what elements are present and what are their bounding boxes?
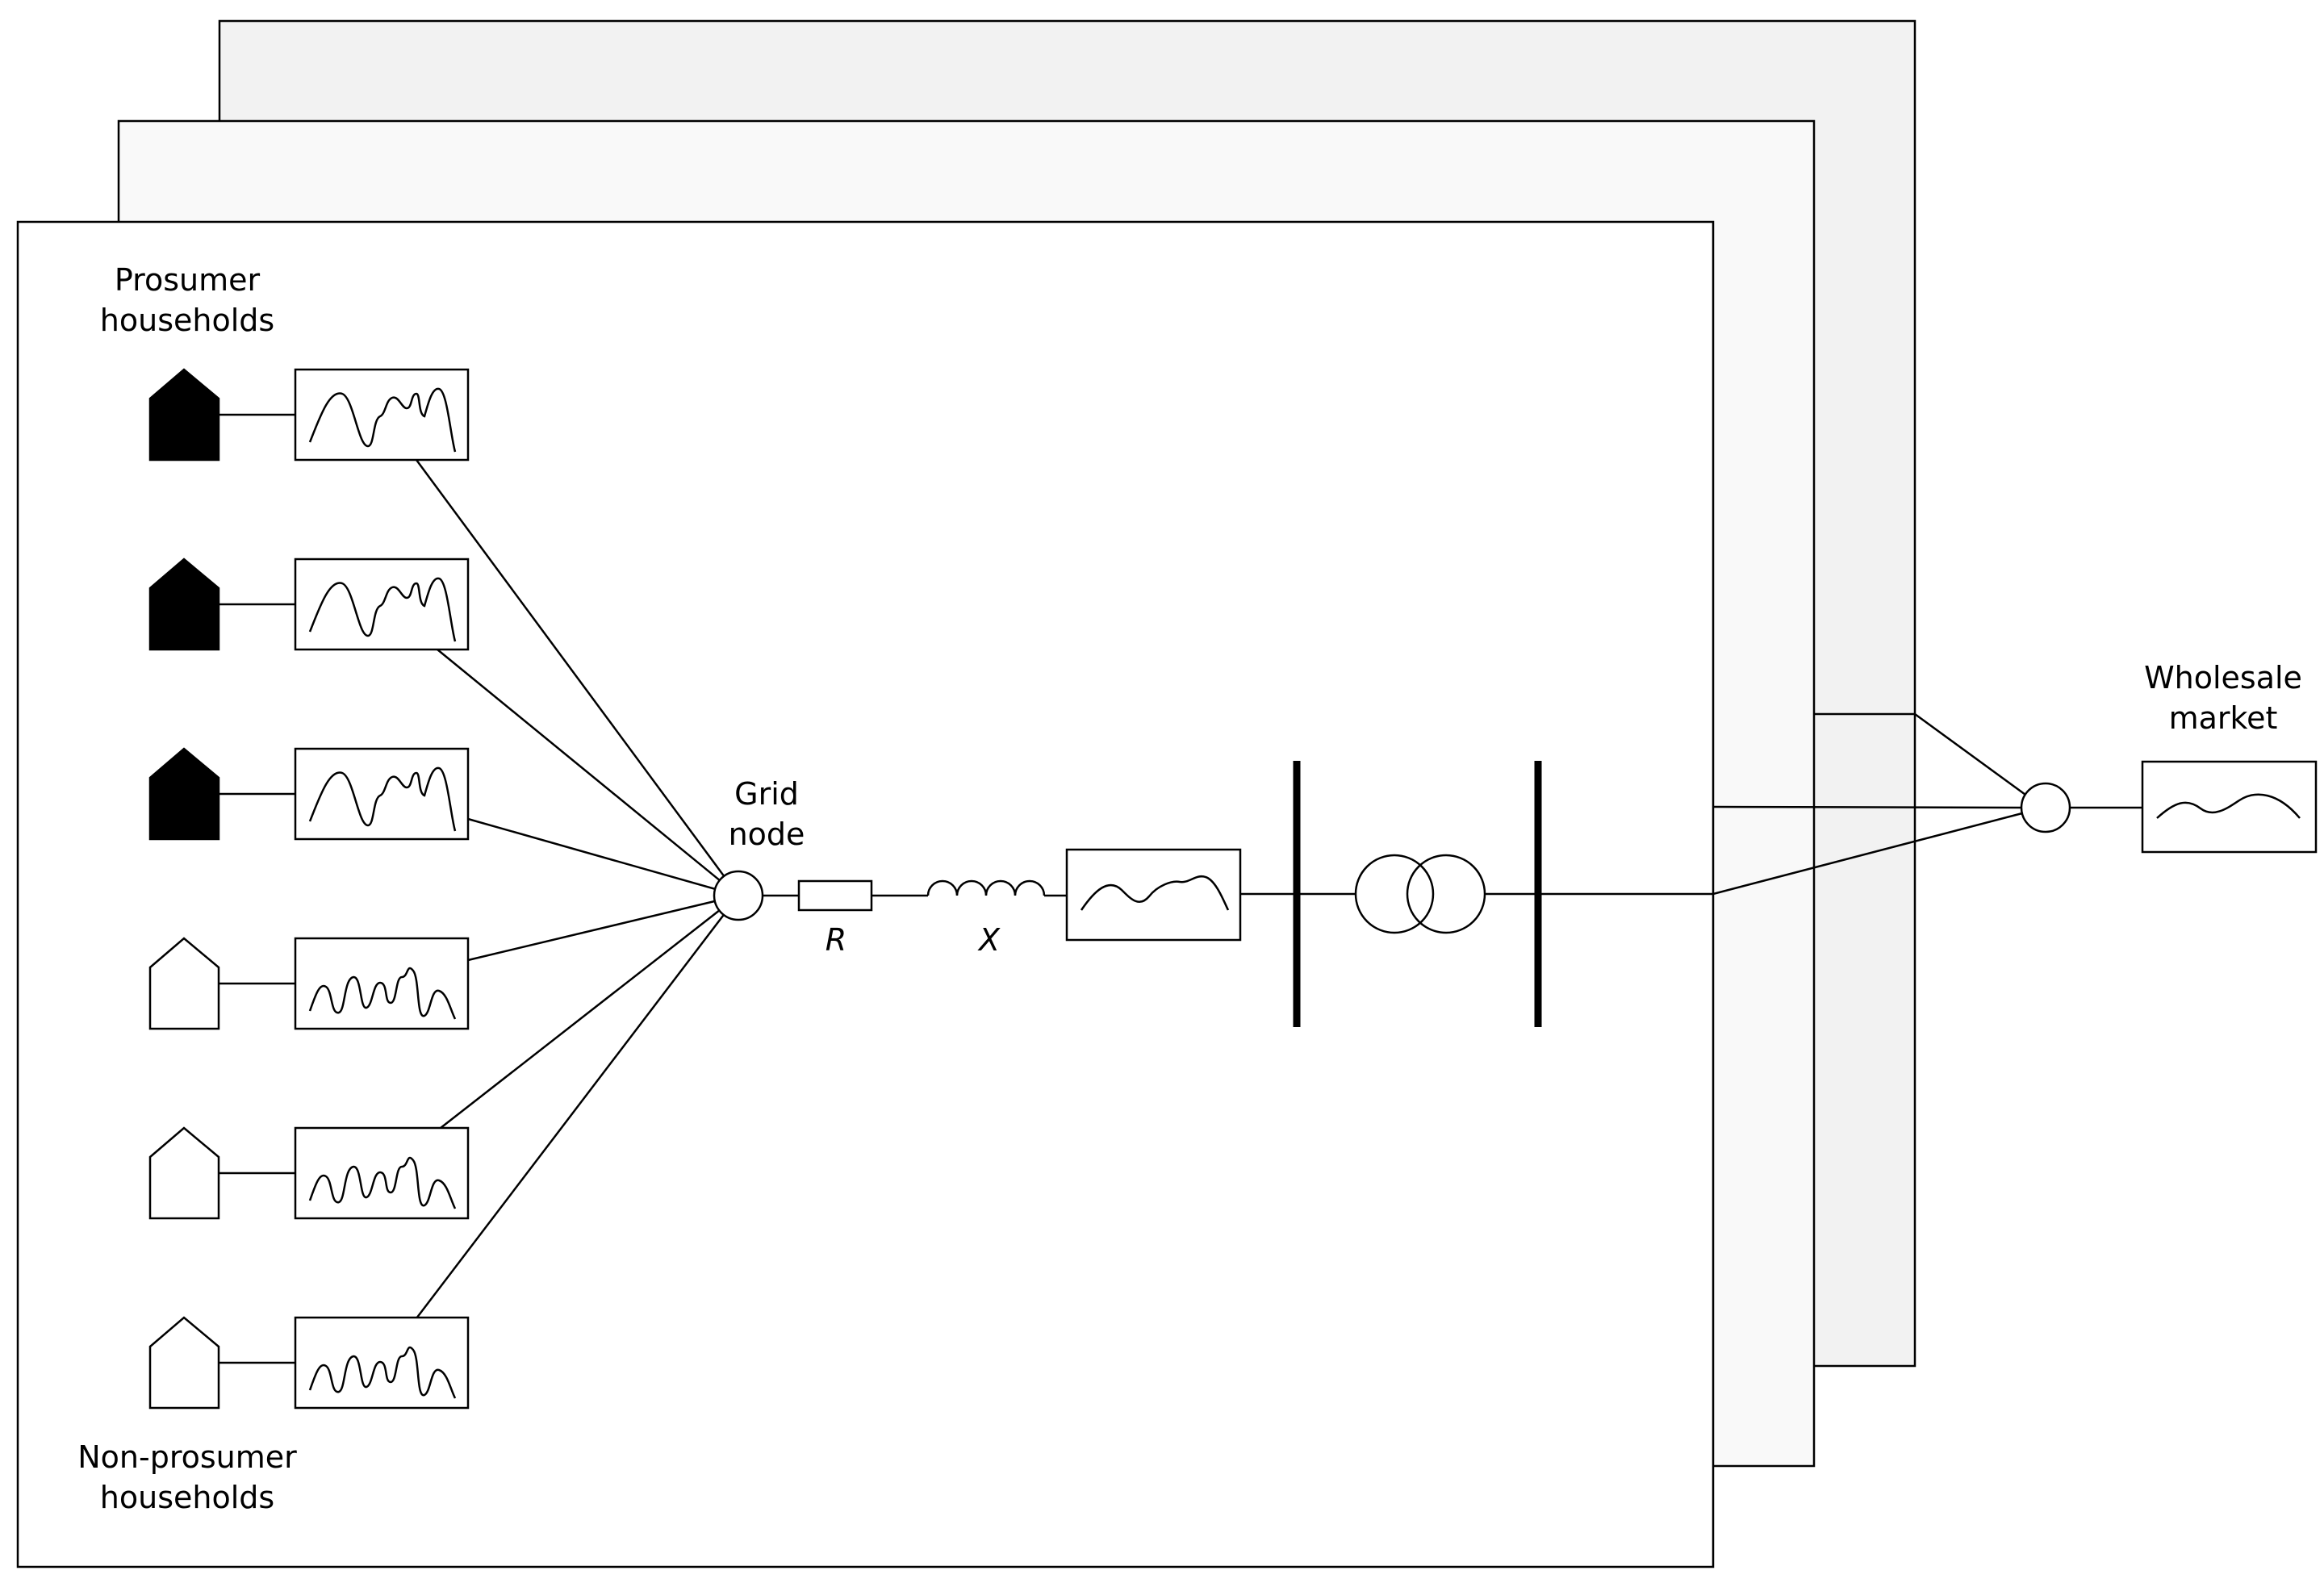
middle-layer-link [1713, 805, 2023, 809]
load-profile-icon [1065, 848, 1242, 942]
reactance-label: X [977, 922, 1001, 958]
prosumer-label: Prosumer [115, 262, 261, 298]
house-outline-icon [148, 1126, 220, 1220]
front-layer-link [1541, 812, 2023, 896]
load-profile-icon [294, 747, 470, 841]
back-layer-link [1814, 712, 2044, 809]
inductor-icon [926, 879, 1046, 896]
grid-node-label: Grid [734, 776, 799, 812]
market-node [2020, 782, 2071, 833]
feeder-lines [415, 459, 740, 1319]
household-row [148, 747, 470, 841]
load-profile-icon [294, 558, 470, 651]
grid-node [713, 870, 764, 921]
non-prosumer-label: Non-prosumer [77, 1439, 297, 1475]
load-profile-icon [2141, 760, 2318, 854]
load-profile-icon [294, 1126, 470, 1220]
wholesale-market-label: Wholesale [2144, 660, 2302, 695]
wholesale-market-label: market [2169, 700, 2278, 736]
resistor-icon [797, 879, 873, 912]
house-filled-icon [148, 747, 220, 841]
house-filled-icon [148, 368, 220, 462]
resistance-label: R [826, 922, 846, 958]
household-row [148, 1126, 470, 1220]
house-outline-icon [148, 1316, 220, 1410]
prosumer-label: households [100, 303, 274, 338]
transformer-icon [1354, 854, 1435, 934]
load-profile-icon [294, 1316, 470, 1410]
grid-node-label: node [729, 817, 805, 852]
household-row [148, 558, 470, 651]
household-row [148, 937, 470, 1030]
non-prosumer-label: households [100, 1480, 274, 1515]
house-outline-icon [148, 937, 220, 1030]
load-profile-icon [294, 368, 470, 462]
load-profile-icon [294, 937, 470, 1030]
household-row [148, 368, 470, 462]
house-filled-icon [148, 558, 220, 651]
household-row [148, 1316, 470, 1410]
